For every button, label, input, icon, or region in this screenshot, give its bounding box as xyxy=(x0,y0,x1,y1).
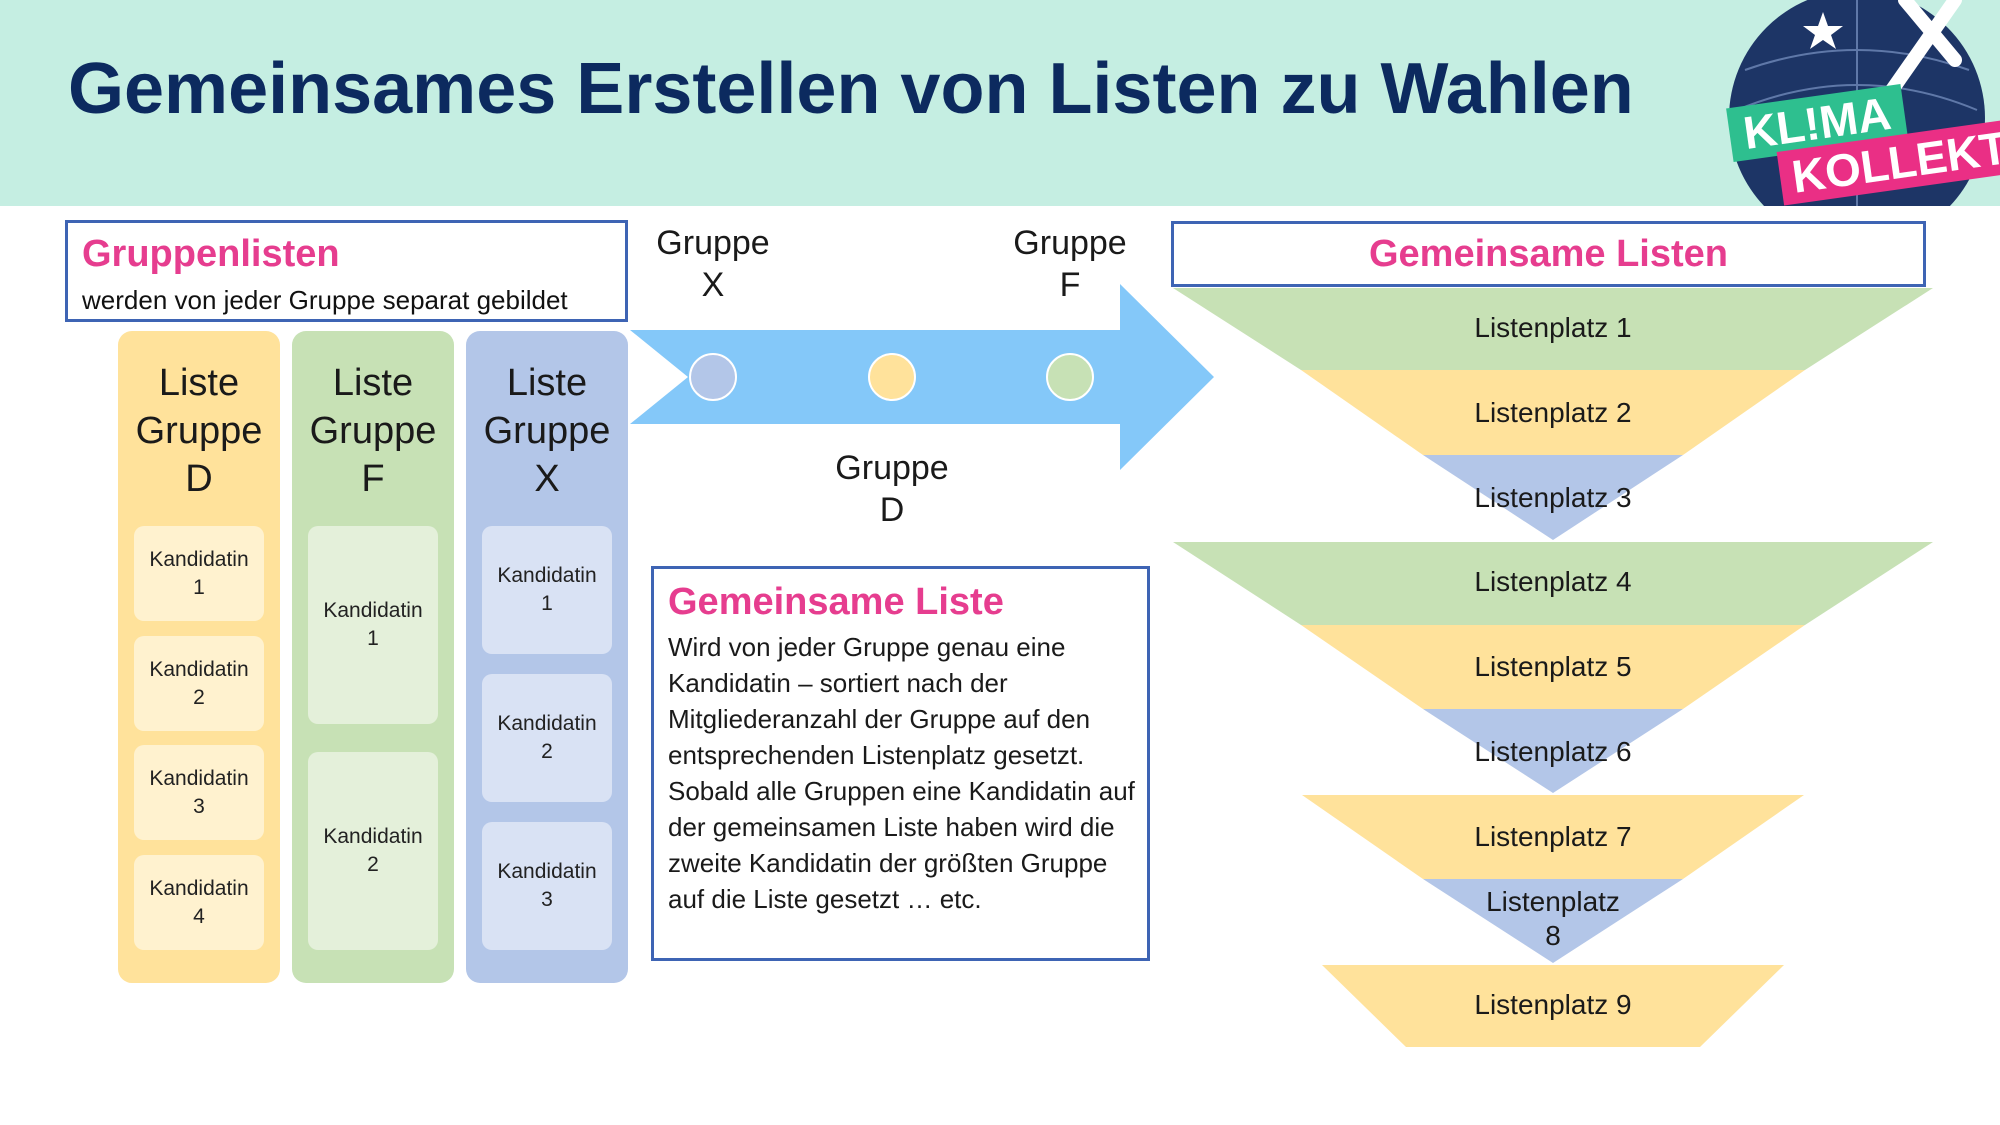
group-x-candidate-2: Kandidatin 2 xyxy=(482,674,612,802)
klima-kollektiv-logo: KL!MA KOLLEKTiV xyxy=(1715,0,2000,206)
arrow-label-group-f: Gruppe F xyxy=(1013,224,1127,304)
group-d-dot xyxy=(868,353,916,401)
group-f-dot xyxy=(1046,353,1094,401)
listenplatz-6-label: Listenplatz 6 xyxy=(1474,736,1632,767)
group-d-candidate-2: Kandidatin 2 xyxy=(134,636,264,731)
listenplatz-5-label: Listenplatz 5 xyxy=(1474,651,1632,682)
list-group-d-title: Liste Gruppe D xyxy=(135,362,263,500)
listenplatz-9-label: Listenplatz 9 xyxy=(1474,989,1632,1020)
listenplatz-3-label: Listenplatz 3 xyxy=(1474,482,1632,513)
list-group-d: Liste Gruppe D Kandidatin 1 Kandidatin 2… xyxy=(118,331,280,983)
page-title: Gemeinsames Erstellen von Listen zu Wahl… xyxy=(68,49,1634,129)
process-arrow xyxy=(630,284,1214,470)
gemeinsame-liste-box: Gemeinsame Liste Wird von jeder Gruppe g… xyxy=(651,566,1150,961)
group-f-candidate-1: Kandidatin 1 xyxy=(308,526,438,724)
header-banner xyxy=(0,0,2000,206)
listenplatz-6-band xyxy=(1423,709,1683,793)
arrow-label-group-d: Gruppe D xyxy=(835,449,949,529)
list-group-f-title: Liste Gruppe F xyxy=(309,362,437,500)
gemeinsame-listen-header: Gemeinsame Listen xyxy=(1171,221,1926,287)
group-x-dot xyxy=(689,353,737,401)
listenplatz-8-band xyxy=(1423,879,1683,963)
listenplatz-2-label: Listenplatz 2 xyxy=(1474,397,1632,428)
listenplatz-1-band xyxy=(1173,288,1933,370)
arrow-label-group-x: Gruppe X xyxy=(656,224,770,304)
gemeinsame-listen-title: Gemeinsame Listen xyxy=(1368,233,1729,275)
group-d-candidate-4: Kandidatin 4 xyxy=(134,855,264,950)
list-places-funnel xyxy=(1173,288,1933,1047)
listenplatz-4-band xyxy=(1173,542,1933,625)
listenplatz-1-label: Listenplatz 1 xyxy=(1474,312,1632,343)
group-d-candidate-3: Kandidatin 3 xyxy=(134,745,264,840)
list-group-f: Liste Gruppe F Kandidatin 1 Kandidatin 2 xyxy=(292,331,454,983)
listenplatz-2-band xyxy=(1301,370,1805,455)
listenplatz-4-label: Listenplatz 4 xyxy=(1474,566,1632,597)
list-group-x-title: Liste Gruppe X xyxy=(483,362,611,500)
group-d-candidate-1: Kandidatin 1 xyxy=(134,526,264,621)
gemeinsame-liste-title: Gemeinsame Liste xyxy=(668,581,1004,623)
listenplatz-7-label: Listenplatz 7 xyxy=(1474,821,1632,852)
listenplatz-7-band xyxy=(1302,795,1804,879)
gruppenlisten-box: Gruppenlisten werden von jeder Gruppe se… xyxy=(65,220,628,322)
group-x-candidate-1: Kandidatin 1 xyxy=(482,526,612,654)
gruppenlisten-subtitle: werden von jeder Gruppe separat gebildet xyxy=(82,285,568,315)
group-x-candidate-3: Kandidatin 3 xyxy=(482,822,612,950)
list-group-x: Liste Gruppe X Kandidatin 1 Kandidatin 2… xyxy=(466,331,628,983)
listenplatz-3-band xyxy=(1423,455,1683,540)
listenplatz-8-label: Listenplatz 8 xyxy=(1486,886,1620,951)
gemeinsame-liste-text: Wird von jeder Gruppe genau eine Kandida… xyxy=(668,632,1135,914)
gruppenlisten-title: Gruppenlisten xyxy=(82,233,340,275)
arrow-shape xyxy=(630,284,1214,470)
listenplatz-9-band xyxy=(1322,965,1784,1047)
listenplatz-5-band xyxy=(1301,625,1805,709)
group-f-candidate-2: Kandidatin 2 xyxy=(308,752,438,950)
